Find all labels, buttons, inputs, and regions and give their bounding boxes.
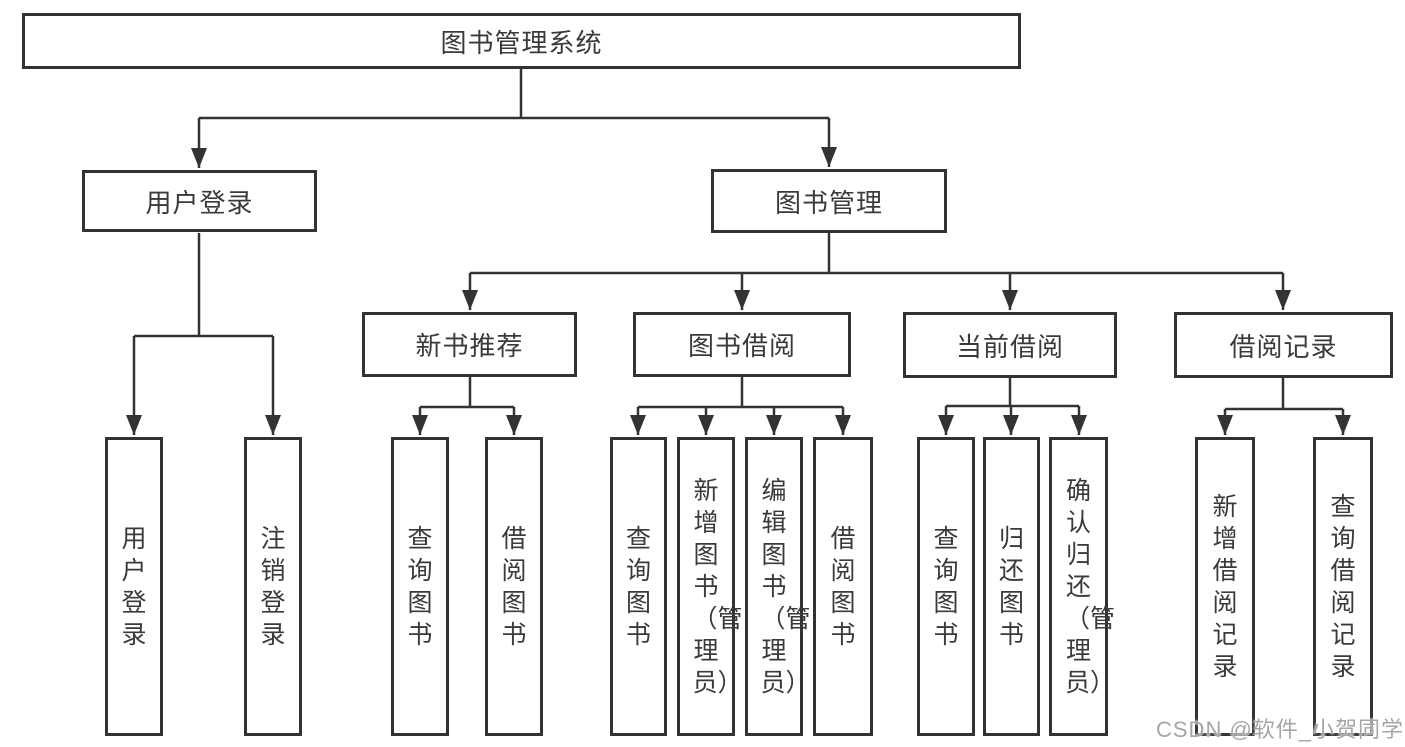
leaf-query-books-borrow-label: 查询图书 bbox=[625, 524, 651, 649]
node-borrow-records-label: 借阅记录 bbox=[1229, 331, 1338, 362]
leaf-add-borrow-record-label: 新增借阅记录 bbox=[1212, 492, 1238, 681]
leaf-user-login-label: 用户登录 bbox=[121, 524, 147, 649]
leaf-return-books-label: 归还图书 bbox=[998, 524, 1024, 649]
leaf-borrow-books-label: 借阅图书 bbox=[830, 524, 856, 649]
node-borrow-records: 借阅记录 bbox=[1174, 312, 1393, 378]
leaf-query-books-recommend: 查询图书 bbox=[391, 437, 449, 736]
leaf-return-books: 归还图书 bbox=[983, 437, 1040, 736]
leaf-add-books-admin: 新增图书（管理员） bbox=[677, 437, 743, 736]
node-book-borrow-label: 图书借阅 bbox=[687, 331, 796, 361]
leaf-borrow-books-recommend-label: 借阅图书 bbox=[501, 524, 527, 649]
leaf-borrow-books-recommend: 借阅图书 bbox=[485, 437, 543, 736]
leaf-confirm-return-admin: 确认归还（管理员） bbox=[1049, 437, 1116, 736]
leaf-query-borrow-record: 查询借阅记录 bbox=[1313, 437, 1373, 736]
leaf-borrow-books: 借阅图书 bbox=[813, 437, 873, 736]
node-new-book-recommend: 新书推荐 bbox=[362, 312, 577, 377]
leaf-add-books-admin-label: 新增图书（管理员） bbox=[692, 476, 743, 697]
node-current-borrow: 当前借阅 bbox=[903, 312, 1117, 378]
leaf-query-borrow-record-label: 查询借阅记录 bbox=[1330, 492, 1356, 681]
node-book-borrow: 图书借阅 bbox=[633, 312, 851, 377]
leaf-edit-books-admin-label: 编辑图书（管理员） bbox=[760, 476, 811, 697]
node-user-login: 用户登录 bbox=[82, 170, 317, 232]
leaf-query-books-current: 查询图书 bbox=[917, 437, 975, 736]
leaf-query-books-current-label: 查询图书 bbox=[933, 524, 959, 649]
leaf-logout-label: 注销登录 bbox=[260, 524, 286, 649]
leaf-edit-books-admin: 编辑图书（管理员） bbox=[745, 437, 811, 736]
node-book-management: 图书管理 bbox=[711, 169, 947, 233]
leaf-user-login: 用户登录 bbox=[105, 437, 163, 736]
node-user-login-label: 用户登录 bbox=[145, 187, 254, 218]
node-current-borrow-label: 当前借阅 bbox=[955, 331, 1064, 362]
leaf-confirm-return-admin-label: 确认归还（管理员） bbox=[1065, 476, 1116, 697]
csdn-watermark: CSDN @软件_小贺同学 bbox=[1156, 717, 1405, 742]
leaf-add-borrow-record: 新增借阅记录 bbox=[1195, 437, 1255, 736]
node-library-system: 图书管理系统 bbox=[22, 13, 1021, 69]
node-book-management-label: 图书管理 bbox=[774, 187, 883, 218]
leaf-logout: 注销登录 bbox=[244, 437, 302, 736]
leaf-query-books-recommend-label: 查询图书 bbox=[407, 524, 433, 649]
node-library-system-label: 图书管理系统 bbox=[440, 27, 603, 58]
leaf-query-books-borrow: 查询图书 bbox=[610, 437, 667, 736]
node-new-book-recommend-label: 新书推荐 bbox=[415, 331, 524, 361]
